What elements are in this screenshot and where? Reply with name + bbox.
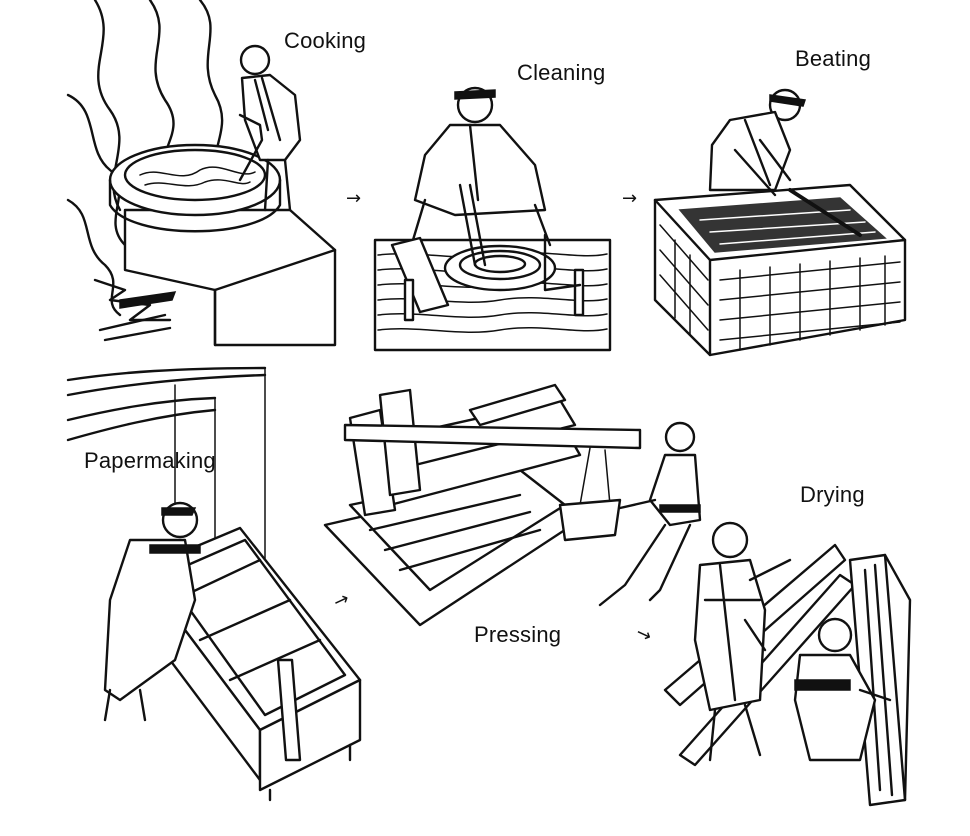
- arrow-cooking-to-cleaning: →: [346, 188, 362, 209]
- beating-illustration: [653, 88, 907, 357]
- step-label-cleaning: Cleaning: [517, 60, 606, 85]
- step-label-drying: Drying: [800, 482, 865, 507]
- drying-illustration: [663, 521, 912, 807]
- step-label-pressing: Pressing: [474, 622, 562, 647]
- papermaking-illustration: [66, 366, 362, 802]
- step-label-papermaking: Papermaking: [84, 448, 216, 473]
- step-label-cooking: Cooking: [284, 28, 367, 53]
- arrow-cleaning-to-beating: →: [622, 188, 638, 209]
- cleaning-illustration: [373, 86, 612, 352]
- step-label-beating: Beating: [795, 46, 872, 71]
- pressing-illustration: [323, 383, 702, 627]
- cooking-illustration: [66, 0, 337, 347]
